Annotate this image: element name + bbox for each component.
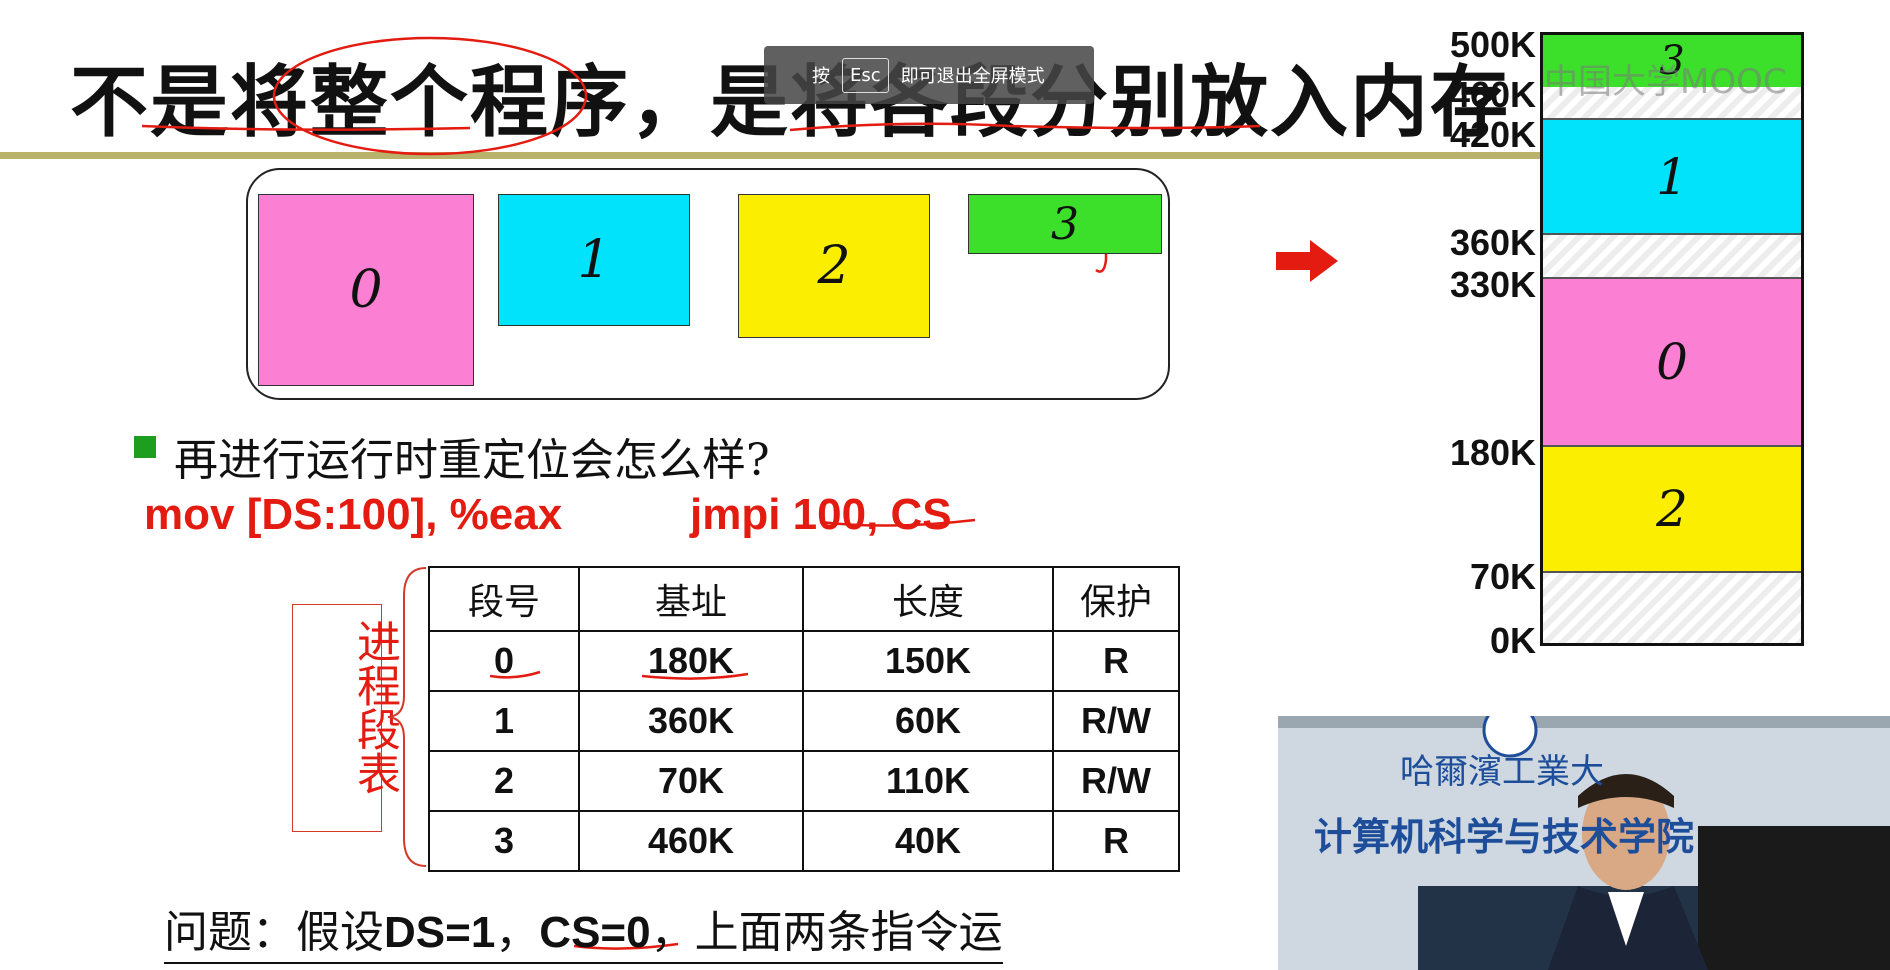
memory-block-label: 2 <box>1656 480 1688 538</box>
segment-0-block: 0 <box>258 194 474 386</box>
address-label: 500K <box>1449 24 1536 65</box>
memory-free-block <box>1543 573 1801 643</box>
cell-base: 70K <box>578 750 804 812</box>
header-length: 长度 <box>802 566 1054 632</box>
memory-free-block <box>1543 235 1801 277</box>
cell-segment-no: 2 <box>428 750 580 812</box>
segment-2-label: 2 <box>817 236 851 296</box>
lecturer-video-inset: 哈爾濱工業大 计算机科学与技术学院 <box>1278 716 1890 970</box>
segment-3-label: 3 <box>1051 198 1079 250</box>
header-segment-no: 段号 <box>428 566 580 632</box>
memory-free-block <box>1543 87 1801 118</box>
jmpi-instruction: jmpi 100, CS <box>690 490 952 539</box>
question-cs: CS=0 <box>539 908 651 957</box>
title-divider <box>0 152 1540 159</box>
memory-block-label: 3 <box>1659 38 1685 84</box>
cell-length: 110K <box>802 750 1054 812</box>
segment-2-block: 2 <box>738 194 930 338</box>
bottom-question: 问题：假设DS=1，CS=0，上面两条指令运 <box>164 896 1003 964</box>
question-separator: ， <box>495 907 540 958</box>
toast-message: 即可退出全屏模式 <box>900 66 1045 87</box>
cell-segment-no: 1 <box>428 690 580 752</box>
department-banner: 计算机科学与技术学院 <box>1314 815 1695 859</box>
cell-length: 60K <box>802 690 1054 752</box>
cell-segment-no: 0 <box>428 630 580 692</box>
lecturer-video-frame <box>1278 716 1890 970</box>
mov-instruction: mov [DS:100], %eax <box>144 490 563 539</box>
segment-1-label: 1 <box>577 230 611 290</box>
cell-length: 150K <box>802 630 1054 692</box>
cell-protection: R <box>1052 810 1180 872</box>
segment-1-block: 1 <box>498 194 690 326</box>
cell-base: 360K <box>578 690 804 752</box>
toast-prefix: 按 <box>812 66 830 87</box>
brace-icon <box>387 567 427 867</box>
exit-fullscreen-toast[interactable]: 按 Esc 即可退出全屏模式 <box>764 46 1094 104</box>
table-row: 1 360K 60K R/W <box>428 690 1180 752</box>
vertical-label-text: 进程段表 <box>349 619 400 795</box>
memory-block-segment-2: 2 <box>1543 447 1801 573</box>
table-row: 0 180K 150K R <box>428 630 1180 692</box>
relocation-question: 再进行运行时重定位会怎么样? <box>174 435 770 486</box>
segment-3-block: 3 <box>968 194 1162 254</box>
address-label: 460K <box>1449 74 1536 115</box>
cell-segment-no: 3 <box>428 810 580 872</box>
address-label: 420K <box>1449 114 1536 155</box>
question-prefix: 问题：假设 <box>164 907 384 958</box>
address-label: 360K <box>1449 222 1536 263</box>
segment-0-label: 0 <box>349 260 383 320</box>
segment-table: 段号 基址 长度 保护 0 180K 150K R 1 360K 60K R/W… <box>428 566 1180 872</box>
school-banner: 哈爾濱工業大 <box>1400 752 1604 792</box>
address-label: 70K <box>1469 556 1536 597</box>
header-protection: 保护 <box>1052 566 1180 632</box>
cell-protection: R/W <box>1052 690 1180 752</box>
table-header-row: 段号 基址 长度 保护 <box>428 566 1180 632</box>
table-row: 3 460K 40K R <box>428 810 1180 872</box>
question-suffix: ，上面两条指令运 <box>650 907 1003 958</box>
memory-block-label: 0 <box>1656 333 1688 391</box>
physical-memory-column: 3 1 0 2 <box>1540 32 1804 646</box>
process-segment-table-label: 进程段表 <box>292 604 400 832</box>
mooc-watermark: 中国大学MOOC <box>1544 62 1787 102</box>
memory-block-segment-1: 1 <box>1543 118 1801 235</box>
address-label: 180K <box>1449 432 1536 473</box>
program-segments-frame: 0 1 2 3 <box>246 168 1170 400</box>
address-label: 0K <box>1489 620 1536 661</box>
right-arrow-icon <box>1276 240 1338 282</box>
cell-protection: R/W <box>1052 750 1180 812</box>
memory-block-segment-0: 0 <box>1543 277 1801 447</box>
question-ds: DS=1 <box>384 908 496 957</box>
cell-base: 460K <box>578 810 804 872</box>
esc-key: Esc <box>842 57 889 93</box>
bullet-square-icon <box>134 436 156 458</box>
memory-block-label: 1 <box>1656 147 1688 206</box>
table-row: 2 70K 110K R/W <box>428 750 1180 812</box>
memory-block-segment-3: 3 <box>1543 35 1801 87</box>
cell-length: 40K <box>802 810 1054 872</box>
header-base: 基址 <box>578 566 804 632</box>
cell-protection: R <box>1052 630 1180 692</box>
address-label: 330K <box>1449 264 1536 305</box>
cell-base: 180K <box>578 630 804 692</box>
